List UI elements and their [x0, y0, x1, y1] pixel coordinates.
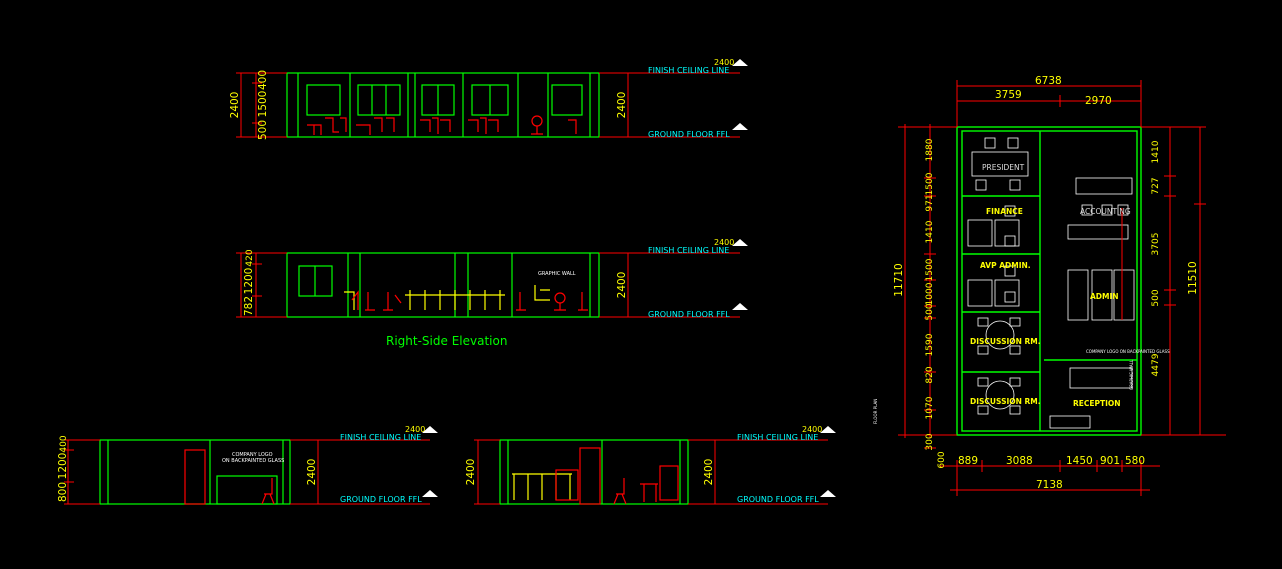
room-admin: ADMIN: [1090, 292, 1119, 301]
plan-dim-right-3: 500: [1151, 289, 1161, 306]
plan-dim-top-left: 3759: [995, 89, 1022, 101]
plan-dim-bottom-4: 580: [1125, 455, 1145, 467]
plan-wall-note: GRAPHIC WALL: [1129, 359, 1134, 390]
room-president: PRESIDENT: [982, 163, 1025, 172]
elevation-4-ceiling-label: FINISH CEILING LINE: [737, 433, 818, 442]
elevation-1-dim-bot: 500: [257, 120, 269, 140]
plan-dims-top-lines: [898, 80, 1226, 496]
elevation-2-ceiling-label: FINISH CEILING LINE: [648, 246, 729, 255]
elevation-2: [286, 252, 600, 318]
elevation-1-height-right: 2400: [616, 92, 628, 119]
plan-dim-left-3: 1410: [925, 220, 935, 243]
plan-dim-left-0: 1880: [925, 138, 935, 161]
plan-logo-note: COMPANY LOGO ON BACKPAINTED GLASS: [1086, 349, 1170, 354]
floor-plan-furniture: [967, 137, 1135, 429]
elevation-2-height-right: 2400: [616, 272, 628, 299]
elevation-3-ceiling-value: 2400: [405, 425, 425, 434]
elevation-2-caption: Right-Side Elevation: [386, 334, 507, 348]
plan-dim-bottom-3: 901: [1100, 455, 1120, 467]
elevation-1-dims: [236, 72, 740, 138]
elevation-3-height-right: 2400: [306, 459, 318, 486]
elevation-4-height-left: 2400: [465, 459, 477, 486]
plan-dim-left-5: 1000: [925, 282, 935, 305]
plan-dim-left-7: 1590: [925, 333, 935, 356]
elevation-3-dim-mid: 1200: [57, 453, 69, 480]
elevation-1-floor-label: GROUND FLOOR FFL: [648, 130, 730, 139]
room-finance: FINANCE: [986, 207, 1023, 216]
elevation-4-ceiling-value: 2400: [802, 425, 822, 434]
elevation-1-height: 2400: [229, 92, 241, 119]
elevation-2-wall-note: GRAPHIC WALL: [538, 271, 576, 277]
plan-dim-right-1: 727: [1151, 177, 1161, 194]
plan-dim-left-9: 1070: [925, 396, 935, 419]
elevation-2-furniture: [344, 285, 550, 310]
plan-dim-bottom-overall: 7138: [1036, 479, 1063, 491]
elevation-2-dims: [236, 252, 740, 318]
plan-dim-left-8: 820: [925, 366, 935, 383]
plan-dim-top-overall: 6738: [1035, 75, 1062, 87]
plan-dim-top-right: 2970: [1085, 95, 1112, 107]
room-discussion-2: DISCUSSION RM.: [970, 397, 1041, 406]
elevation-2-dim-bot: 782: [243, 296, 255, 316]
elevation-4-floor-label: GROUND FLOOR FFL: [737, 495, 819, 504]
plan-dim-bottom-0: 889: [958, 455, 978, 467]
elevation-3-dim-top: 400: [59, 435, 69, 452]
elevation-1-dim-mid: 1500: [257, 91, 269, 118]
elevation-1-outline: [286, 72, 600, 138]
room-accounting: ACCOUNTING: [1080, 207, 1131, 216]
elevation-3-logo-note-1: COMPANY LOGO: [232, 452, 273, 458]
elevation-2-floor-label: GROUND FLOOR FFL: [648, 310, 730, 319]
plan-dim-left-6: 500: [925, 303, 935, 320]
elevation-3-ceiling-label: FINISH CEILING LINE: [340, 433, 421, 442]
elevation-2-dim-mid: 1200: [243, 268, 255, 295]
plan-dim-right-0: 1410: [1151, 140, 1161, 163]
elevation-4-level-markers: [820, 426, 836, 497]
plan-dim-right-2: 3705: [1151, 233, 1161, 256]
plan-dim-left-2: 971: [925, 194, 935, 211]
elevation-3-level-markers: [422, 426, 438, 497]
elevation-1-ceiling-value: 2400: [714, 58, 734, 67]
plan-dim-left-overall: 11710: [893, 263, 905, 296]
elevation-3-furniture: [184, 449, 275, 505]
elevation-2-ceiling-value: 2400: [714, 238, 734, 247]
elevation-1-dim-top: 400: [257, 70, 269, 90]
elevation-4-workstations: [512, 473, 572, 500]
elevation-3-dims: [64, 439, 430, 505]
elevation-3-dim-bot: 800: [57, 482, 69, 502]
elevation-2-dim-top: 420: [245, 249, 255, 266]
elevation-4-height-right: 2400: [703, 459, 715, 486]
floor-plan-walls: [956, 126, 1142, 436]
plan-dim-left-1: 1500: [925, 172, 935, 195]
elevation-1-level-markers: [732, 59, 748, 130]
plan-dim-left-4: 1500: [925, 258, 935, 281]
elevation-2-outline: [286, 252, 600, 318]
plan-dim-left-10: 300: [925, 433, 935, 450]
floor-plan: PRESIDENT FINANCE AVP ADMIN. DISCUSSION …: [873, 75, 1226, 496]
plan-dim-bottom-1: 3088: [1006, 455, 1033, 467]
plan-dim-right-overall: 11510: [1187, 261, 1199, 294]
elevation-1-furniture: [307, 115, 577, 135]
plan-dim-left-11: 600: [937, 451, 947, 468]
elevation-3-logo-note-2: ON BACKPAINTED GLASS: [222, 458, 284, 464]
plan-dim-bottom-2: 1450: [1066, 455, 1093, 467]
plan-side-label: FLOOR PLAN: [873, 399, 878, 424]
elevation-3-floor-label: GROUND FLOOR FFL: [340, 495, 422, 504]
room-discussion-1: DISCUSSION RM.: [970, 337, 1041, 346]
elevation-2-chairs: [351, 290, 588, 311]
elevation-4-furniture: [555, 447, 679, 505]
plan-dim-right-4: 4479: [1151, 353, 1161, 376]
elevation-1: [286, 72, 600, 138]
elevation-4-dims: [474, 439, 828, 505]
room-avp-admin: AVP ADMIN.: [980, 261, 1031, 270]
elevation-1-ceiling-label: FINISH CEILING LINE: [648, 66, 729, 75]
room-reception: RECEPTION: [1073, 399, 1121, 408]
elevation-2-level-markers: [732, 239, 748, 310]
